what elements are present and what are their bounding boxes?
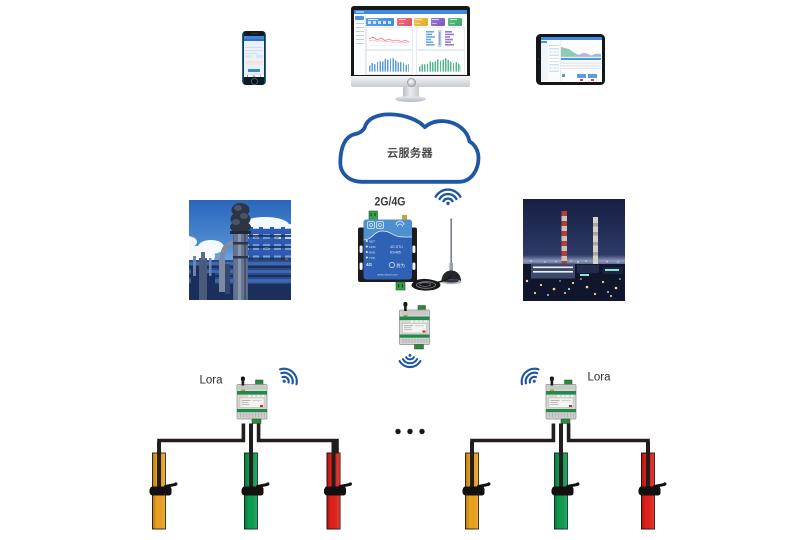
svg-text:Lora: Lora [199,375,223,387]
svg-text:www.cloud.com: www.cloud.com [377,273,398,277]
svg-text:云服务器: 云服务器 [387,146,433,160]
svg-text:2G/4G: 2G/4G [375,195,406,209]
svg-text:LINK: LINK [369,245,376,249]
svg-text:TXD: TXD [369,256,376,260]
svg-text:4G DTU: 4G DTU [390,245,403,249]
svg-text:NET: NET [369,240,375,244]
svg-text:胜为: 胜为 [397,262,405,269]
svg-text:RXD: RXD [369,251,376,255]
svg-text:RS485: RS485 [390,251,401,255]
svg-text:Lora: Lora [587,372,611,384]
svg-text:4G: 4G [366,262,373,267]
